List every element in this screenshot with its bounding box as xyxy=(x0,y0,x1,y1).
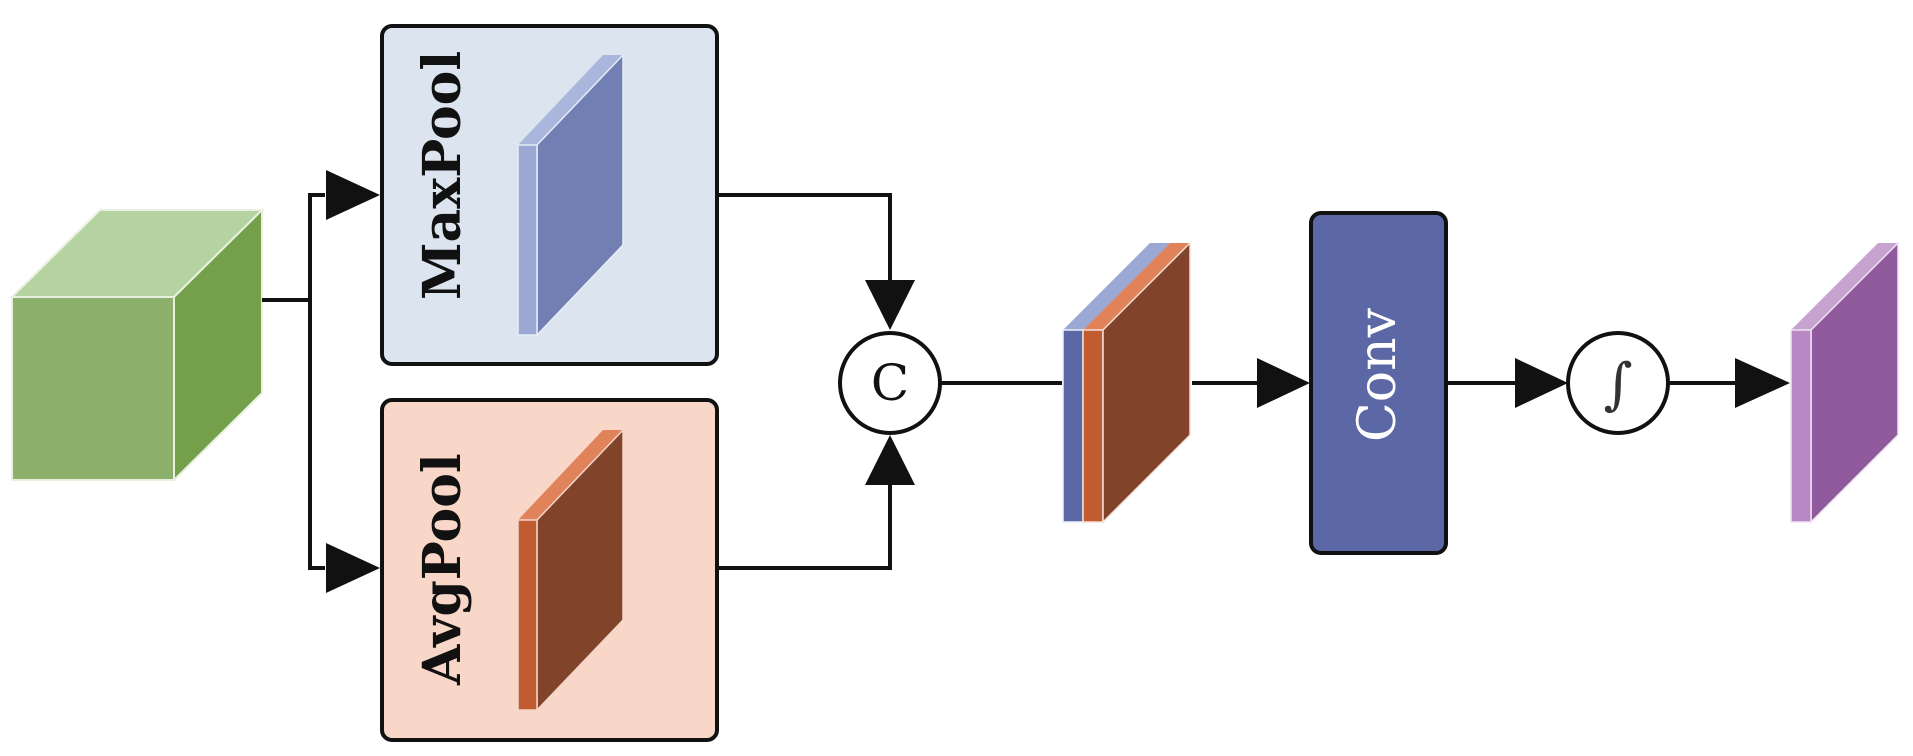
sigmoid-symbol: ∫ xyxy=(1603,352,1632,417)
arrowhead-icon xyxy=(326,170,380,220)
concat-symbol: C xyxy=(871,354,909,412)
split-connector xyxy=(262,195,312,568)
avgpool-label: AvgPool xyxy=(412,453,473,686)
arrowhead-icon xyxy=(1257,358,1310,408)
avgpool-slab xyxy=(517,428,624,712)
maxpool-slab xyxy=(517,53,624,337)
conv-label: Conv xyxy=(1348,307,1408,442)
concat-circle-icon: C xyxy=(838,331,942,435)
maxpool-to-concat xyxy=(717,193,915,330)
arrowhead-icon xyxy=(1735,358,1790,408)
arrowhead-icon xyxy=(1515,358,1568,408)
maxpool-block: MaxPool xyxy=(380,24,719,366)
arrowhead-icon xyxy=(865,435,915,485)
arrow-to-maxpool xyxy=(308,170,380,220)
maxpool-label: MaxPool xyxy=(412,51,473,300)
arrowhead-icon xyxy=(326,543,380,593)
input-feature-cube xyxy=(9,207,265,483)
sigmoid-circle-icon: ∫ xyxy=(1566,331,1670,435)
arrowhead-icon xyxy=(865,280,915,330)
output-attention-map xyxy=(1790,241,1899,524)
avgpool-to-concat xyxy=(717,435,915,570)
conv-block: Conv xyxy=(1309,211,1448,555)
concatenated-feature-stack xyxy=(1062,241,1191,524)
sigmoid-to-output-arrow xyxy=(1668,358,1790,408)
avgpool-block: AvgPool xyxy=(380,398,719,742)
stack-to-conv-arrow xyxy=(1192,358,1310,408)
conv-to-sigmoid-arrow xyxy=(1446,358,1568,408)
arrow-to-avgpool xyxy=(308,543,380,593)
